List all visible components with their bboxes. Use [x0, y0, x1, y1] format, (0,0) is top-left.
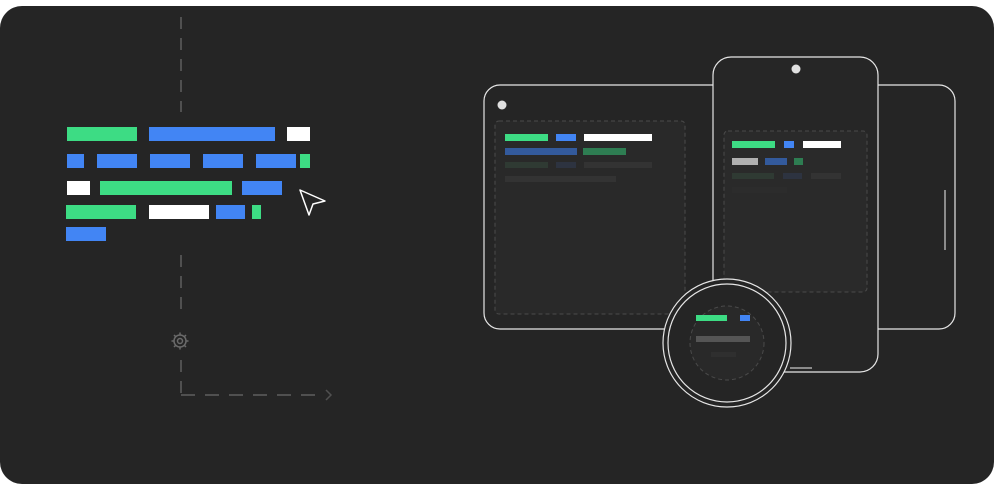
gear-icon [171, 332, 189, 350]
code-token [242, 181, 282, 195]
code-token [287, 127, 310, 141]
phone-window [723, 130, 868, 293]
code-token [300, 154, 310, 168]
cursor-arrow-icon [299, 189, 326, 216]
code-token [97, 154, 137, 168]
code-token [203, 154, 243, 168]
code-blocks [66, 127, 310, 241]
code-token [67, 127, 137, 141]
illustration-card [0, 6, 994, 484]
chevron-right-icon [325, 389, 333, 401]
tablet-window [494, 120, 686, 315]
camera-dot-icon [791, 64, 801, 74]
watch-device [662, 278, 792, 408]
code-token [67, 154, 84, 168]
code-token [252, 205, 261, 219]
code-token [150, 154, 190, 168]
code-token [216, 205, 245, 219]
code-token [100, 181, 232, 195]
code-token [66, 227, 106, 241]
code-token [149, 127, 275, 141]
illustration-svg [66, 17, 956, 408]
camera-dot-icon [497, 100, 507, 110]
code-token [149, 205, 209, 219]
code-token [67, 181, 90, 195]
code-token [256, 154, 296, 168]
code-token [66, 205, 136, 219]
dashed-guide [180, 17, 318, 396]
